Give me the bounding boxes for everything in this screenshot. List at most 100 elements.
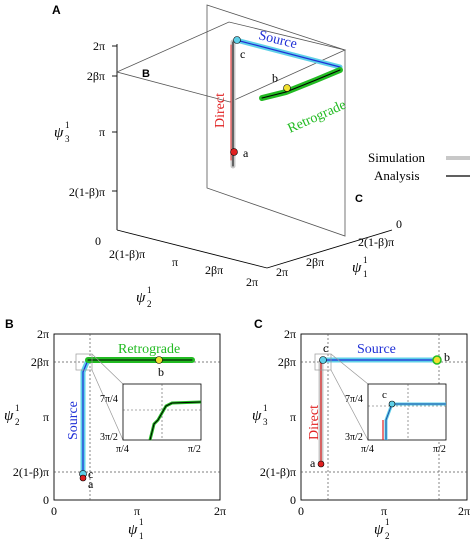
inset-c-analysis (385, 403, 446, 440)
z-ticks: 2π 2βπ π 2(1-β)π (69, 39, 105, 199)
inset-b-analysis (149, 401, 202, 441)
inset-c-point-c (388, 400, 396, 408)
panel-a-curves (230, 37, 343, 169)
inset-c-point-c-label: c (382, 389, 387, 401)
point-a-marker-c (317, 460, 325, 468)
y-tick-0: 0 (396, 217, 402, 231)
svg-text:1: 1 (15, 403, 20, 413)
svg-text:2(1-β)π: 2(1-β)π (260, 465, 296, 479)
svg-text:2: 2 (385, 531, 390, 541)
legend: Simulation Analysis (368, 150, 470, 183)
svg-text:0: 0 (290, 493, 296, 507)
plane-c (206, 4, 346, 237)
point-b-label: b (272, 71, 278, 85)
svg-text:π/2: π/2 (188, 444, 201, 455)
panel-a-label: A (52, 3, 61, 17)
z-tick-2-1-b-pi: 2(1-β)π (69, 185, 105, 199)
svg-text:π: π (134, 504, 140, 518)
retrograde-analysis-curve (261, 69, 341, 99)
y-tick-2pi: 2π (276, 265, 288, 279)
x-tick-0: 0 (95, 234, 101, 248)
svg-text:1: 1 (363, 269, 368, 279)
plane-c-label: C (355, 193, 363, 205)
source-label-c: Source (357, 342, 396, 357)
panel-b-zoom-box (75, 353, 93, 371)
panel-a-box (116, 44, 393, 269)
panel-a: A B C 2π 2βπ π 2(1-β)π (52, 3, 470, 309)
point-a-label-b: a (88, 477, 94, 491)
panel-b-label: B (5, 317, 14, 331)
x-tick-2-1-b-pi: 2(1-β)π (109, 247, 145, 261)
panel-b-y-ticks: 2π 2βπ π 2(1-β)π 0 (13, 327, 49, 507)
panel-b-x-label: ψ 1 1 (128, 517, 144, 541)
x-tick-2pi: 2π (246, 275, 258, 289)
svg-text:3: 3 (263, 417, 268, 427)
point-c-label: c (240, 47, 245, 61)
svg-text:3π/2: 3π/2 (345, 432, 363, 443)
panel-c-label: C (254, 317, 263, 331)
panel-c-y-label: ψ 1 3 (252, 403, 268, 427)
svg-text:π/4: π/4 (116, 444, 129, 455)
svg-text:π/2: π/2 (433, 444, 446, 455)
panel-c-curves (318, 357, 440, 467)
legend-analysis: Analysis (374, 168, 420, 183)
svg-text:0: 0 (298, 504, 304, 518)
svg-text:7π/4: 7π/4 (345, 394, 363, 405)
point-a-label: a (243, 146, 249, 160)
point-c-label-b: c (88, 467, 93, 481)
y-tick-2-1-b-pi: 2(1-β)π (358, 235, 394, 249)
point-c-label-c: c (323, 341, 328, 355)
point-b-label-c: b (444, 350, 450, 364)
y-axis-label: ψ 1 1 (352, 255, 368, 279)
source-analysis-b (82, 359, 89, 475)
point-b-marker-c (432, 355, 442, 365)
retrograde-label: Retrograde (286, 98, 349, 137)
panel-b-x-ticks: 0 π 2π (51, 504, 226, 518)
panel-b-curves (80, 357, 195, 477)
panel-c-inset (367, 383, 447, 441)
point-a-marker-b (79, 474, 87, 482)
svg-text:ψ: ψ (374, 522, 384, 538)
svg-text:1: 1 (139, 517, 144, 527)
svg-text:3: 3 (65, 134, 70, 144)
point-b-label-b: b (158, 365, 164, 379)
svg-text:ψ: ψ (54, 125, 64, 141)
svg-text:0: 0 (51, 504, 57, 518)
svg-text:2: 2 (147, 299, 152, 309)
retrograde-label-b: Retrograde (118, 342, 180, 357)
svg-text:ψ: ψ (252, 408, 262, 424)
svg-text:π: π (381, 504, 387, 518)
svg-text:π/4: π/4 (361, 444, 374, 455)
z-tick-marks (112, 45, 117, 192)
z-tick-2bpi: 2βπ (87, 69, 105, 83)
svg-text:ψ: ψ (136, 290, 146, 306)
x-axis-line (116, 229, 268, 269)
panel-c-inset-ticks: 7π/4 3π/2 π/4 π/2 (345, 394, 446, 455)
y-axis-line (266, 229, 393, 269)
svg-text:2π: 2π (214, 504, 226, 518)
svg-text:π: π (290, 410, 296, 424)
z-tick-2pi: 2π (93, 39, 105, 53)
direct-label: Direct (213, 93, 228, 128)
panel-c-x-label: ψ 1 2 (374, 517, 390, 541)
panel-b-axes (53, 333, 221, 501)
y-ticks: 0 2(1-β)π 2βπ 2π (276, 217, 402, 279)
x-axis-label: ψ 1 2 (136, 285, 152, 309)
plane-b-label: B (142, 68, 150, 80)
svg-text:ψ: ψ (352, 260, 362, 276)
panel-c: C 2π 2βπ π 2(1-β)π 0 0 π 2π ψ 1 3 ψ 1 (252, 317, 470, 541)
point-c-marker (233, 36, 241, 44)
svg-text:ψ: ψ (4, 408, 14, 424)
svg-text:2(1-β)π: 2(1-β)π (13, 465, 49, 479)
panel-b-inset-ticks: 7π/4 3π/2 π/4 π/2 (100, 394, 201, 455)
legend-simulation: Simulation (368, 150, 426, 165)
svg-text:1: 1 (147, 285, 152, 295)
point-a-marker (230, 148, 238, 156)
x-ticks: 0 2(1-β)π π 2βπ 2π (95, 234, 258, 289)
panel-c-zoom-box (314, 353, 332, 371)
panel-c-x-ticks: 0 π 2π (298, 504, 470, 518)
point-b-marker-b (155, 356, 163, 364)
svg-text:0: 0 (43, 493, 49, 507)
svg-text:1: 1 (385, 517, 390, 527)
